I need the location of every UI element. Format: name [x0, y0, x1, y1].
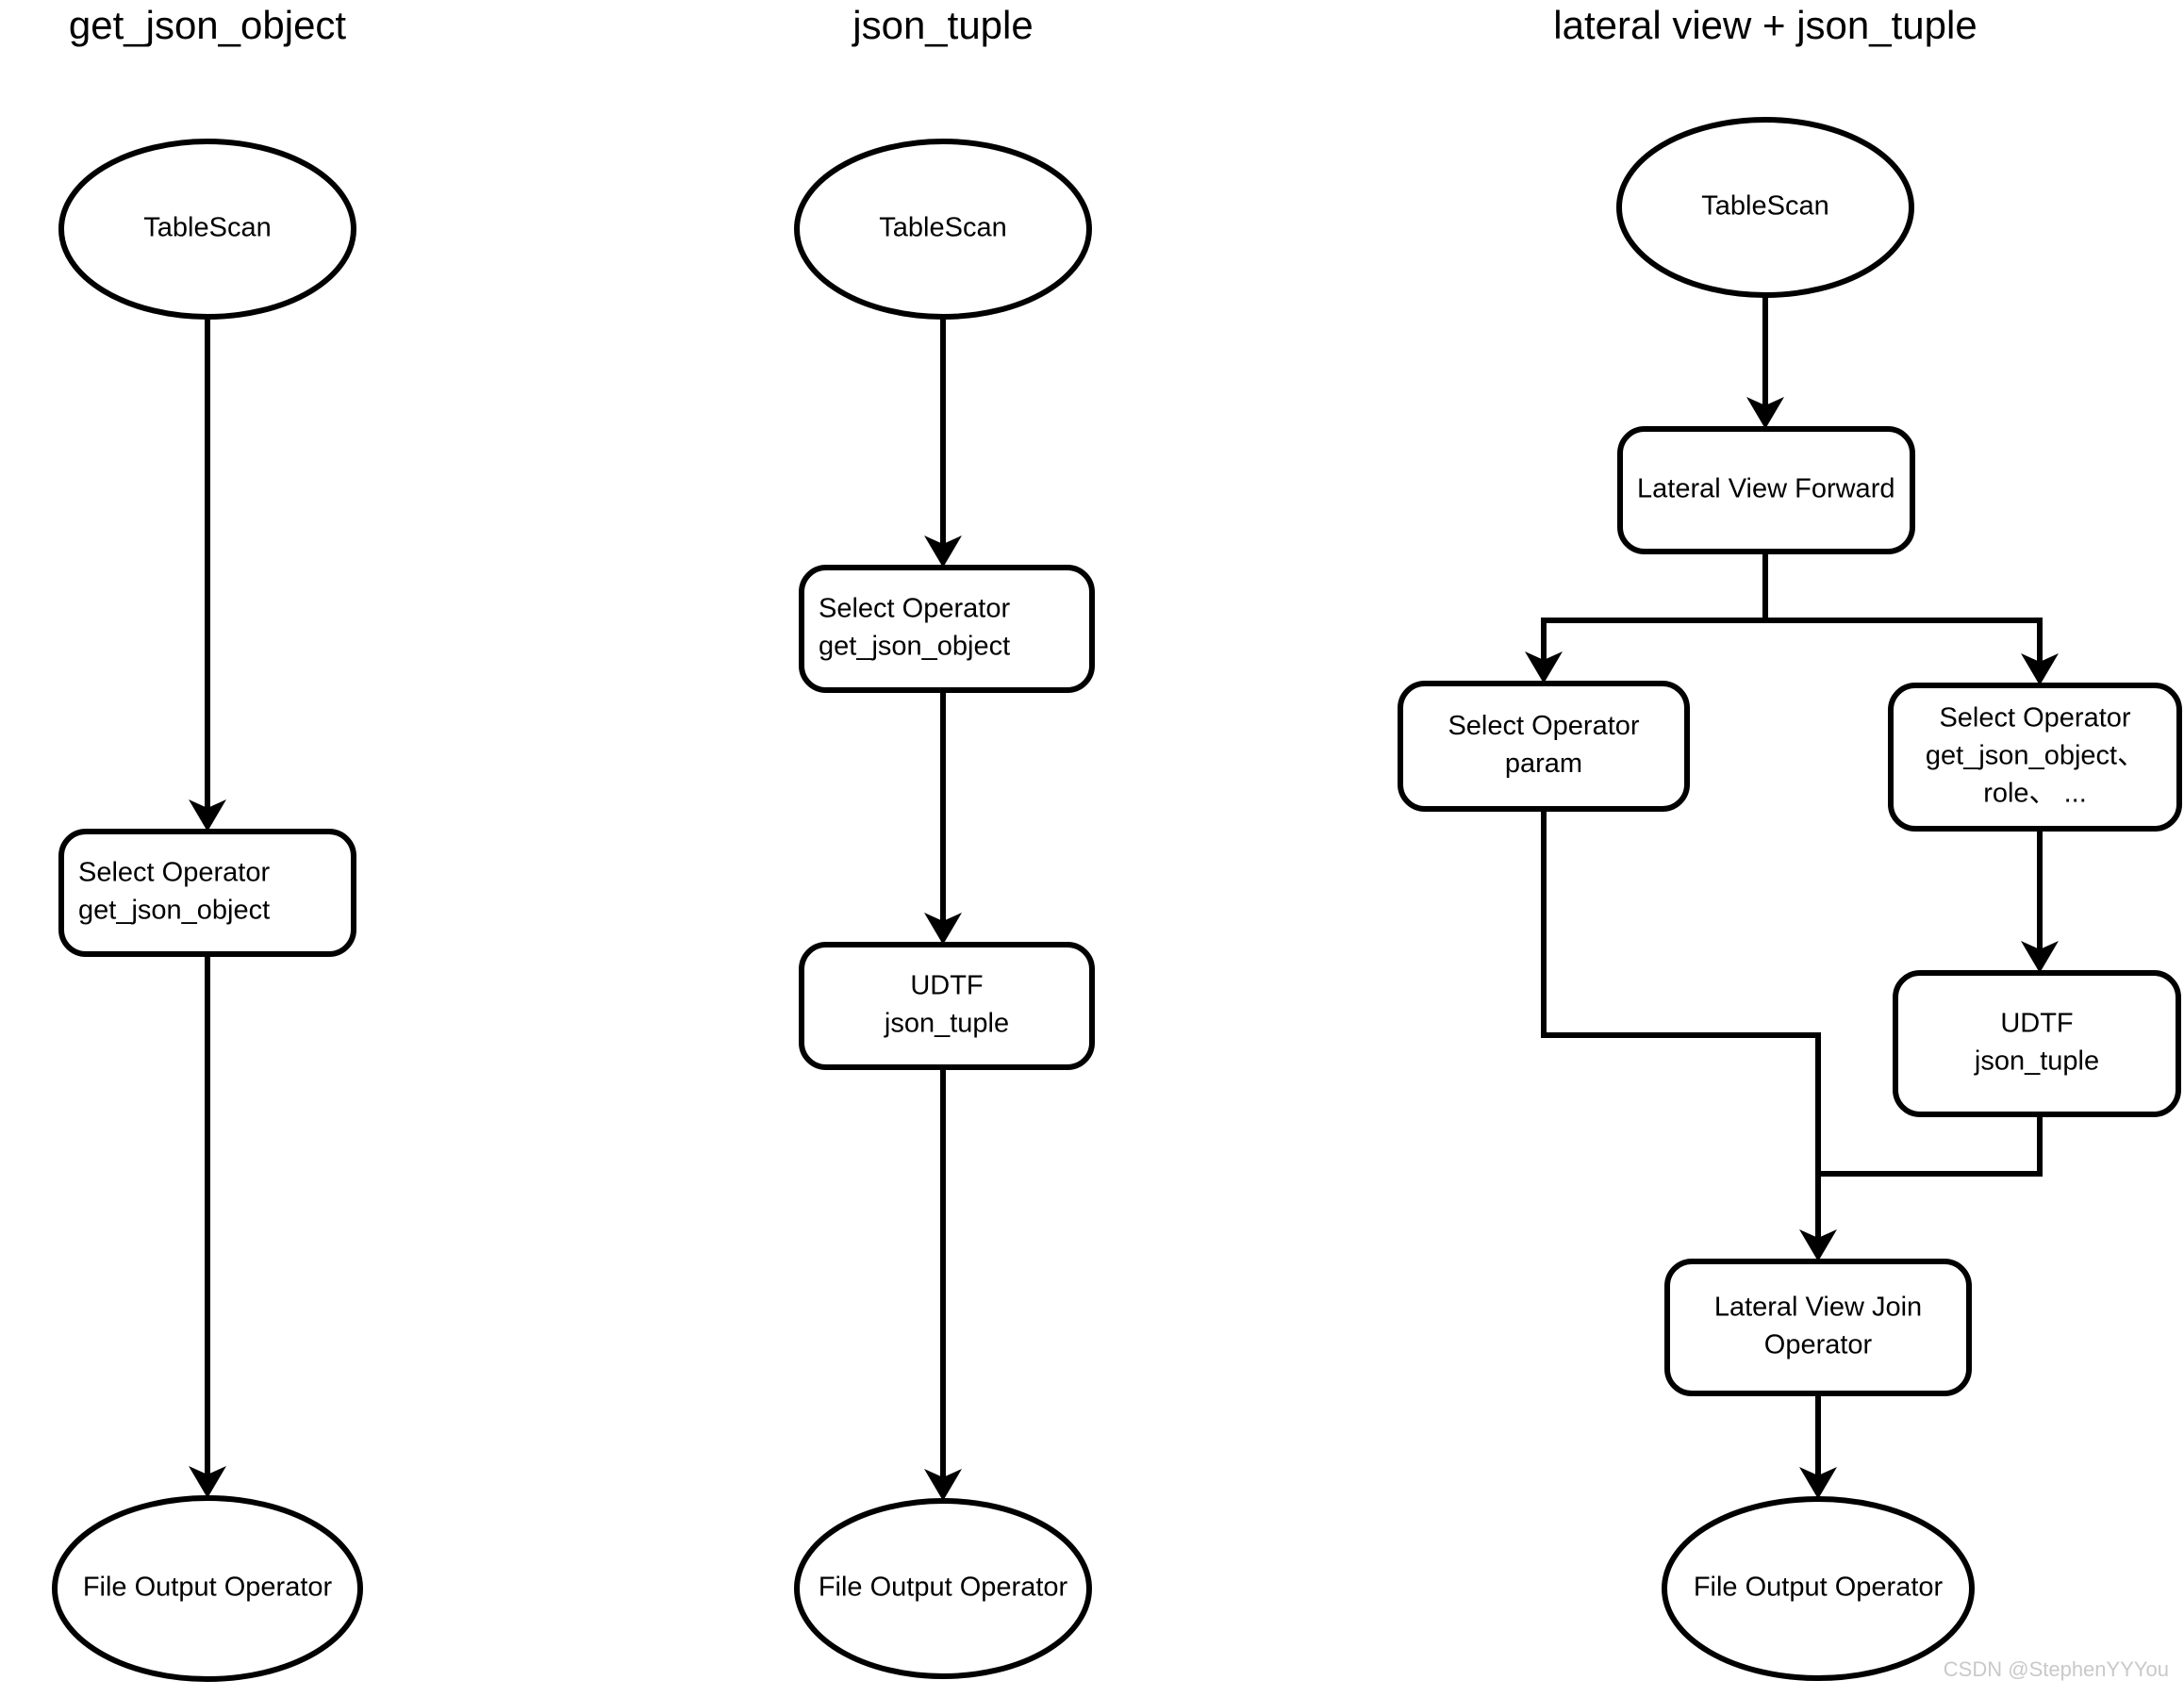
edge-select-param-to-join	[1541, 809, 1837, 1261]
edge-line	[1818, 1114, 2043, 1177]
file-output-operator-node[interactable]: File Output Operator	[52, 1495, 363, 1682]
arrowhead	[189, 799, 226, 832]
edge-tablescan-to-select	[924, 317, 962, 568]
edge-tablescan-to-select	[189, 317, 226, 832]
arrowhead	[924, 913, 962, 945]
node-rect[interactable]	[799, 942, 1095, 1070]
node-label-line: File Output Operator	[819, 1573, 1068, 1603]
file-output-operator-node[interactable]: File Output Operator	[794, 1498, 1092, 1679]
edge-forward-split-left	[1525, 552, 1768, 684]
edge-select-getjson-to-udtf	[2021, 829, 2059, 973]
edge-line	[1541, 809, 1821, 1246]
select-operator-get-json-object-node[interactable]: Select Operator get_json_object、 role、 ...	[1888, 683, 2182, 832]
node-label-line: param	[1505, 749, 1582, 779]
node-label-line: TableScan	[1701, 191, 1828, 222]
watermark: CSDN @StephenYYYou	[1944, 1657, 2169, 1681]
column-title: get_json_object	[69, 3, 347, 47]
node-ellipse[interactable]	[52, 1495, 363, 1682]
node-label-line: UDTF	[910, 971, 983, 1001]
node-label-line: Lateral View Join	[1714, 1293, 1922, 1323]
column-title: lateral view + json_tuple	[1553, 3, 1977, 47]
file-output-operator-node[interactable]: File Output Operator	[1662, 1496, 1975, 1681]
node-ellipse[interactable]	[58, 139, 356, 320]
arrowhead	[1525, 651, 1563, 684]
udtf-node[interactable]: UDTF json_tuple	[1893, 970, 2181, 1117]
node-label-line: Select Operator	[819, 594, 1010, 624]
node-rect[interactable]	[1617, 426, 1915, 554]
node-label-line: UDTF	[2000, 1009, 2073, 1039]
arrowhead	[2021, 653, 2059, 685]
node-label-line: Select Operator	[1448, 711, 1639, 741]
node-label-line: TableScan	[143, 213, 271, 243]
node-rect[interactable]	[58, 829, 356, 957]
node-label-line: Select Operator	[1939, 703, 2130, 733]
edge-forward-split-right	[1765, 618, 2059, 685]
arrowhead	[2021, 941, 2059, 973]
edge-select-to-file-output	[189, 954, 226, 1498]
tablescan-node[interactable]: TableScan	[794, 139, 1092, 320]
node-label-line: File Output Operator	[1694, 1573, 1944, 1603]
node-label-line: Lateral View Forward	[1637, 474, 1894, 504]
node-ellipse[interactable]	[794, 1498, 1092, 1679]
select-operator-node[interactable]: Select Operator get_json_object	[58, 829, 356, 957]
column-title: json_tuple	[851, 3, 1033, 47]
node-label-line: Select Operator	[78, 858, 270, 888]
node-label-line: role、 ...	[1983, 779, 2087, 809]
arrowhead	[924, 535, 962, 568]
edge-join-to-file-output	[1799, 1393, 1837, 1499]
node-label-line: get_json_object、	[1926, 741, 2144, 771]
arrowhead	[1799, 1229, 1837, 1261]
edge-udtf-to-join	[1818, 1114, 2043, 1177]
node-label-line: get_json_object	[78, 896, 270, 926]
tablescan-node[interactable]: TableScan	[58, 139, 356, 320]
arrowhead	[1746, 397, 1784, 429]
edge-udtf-to-file-output	[924, 1067, 962, 1501]
node-label-line: File Output Operator	[83, 1573, 333, 1603]
edge-line	[1765, 618, 2043, 670]
node-rect[interactable]	[1893, 970, 2181, 1117]
node-rect[interactable]	[1398, 681, 1690, 812]
udtf-node[interactable]: UDTF json_tuple	[799, 942, 1095, 1070]
node-ellipse[interactable]	[794, 139, 1092, 320]
arrowhead	[924, 1469, 962, 1501]
node-rect[interactable]	[1664, 1259, 1972, 1396]
edge-line	[1541, 552, 1768, 668]
select-operator-param-node[interactable]: Select Operator param	[1398, 681, 1690, 812]
edge-tablescan-to-lateral-view-forward	[1746, 295, 1784, 429]
lateral-view-forward-node[interactable]: Lateral View Forward	[1617, 426, 1915, 554]
column-titles: get_json_object json_tuple lateral view + …	[69, 3, 1977, 47]
edges-layer	[189, 295, 2059, 1501]
node-label-line: TableScan	[879, 213, 1006, 243]
node-label-line: get_json_object	[819, 632, 1010, 662]
node-ellipse[interactable]	[1662, 1496, 1975, 1681]
node-label-line: json_tuple	[884, 1009, 1009, 1039]
node-rect[interactable]	[799, 565, 1095, 693]
tablescan-node[interactable]: TableScan	[1616, 117, 1914, 298]
edge-select-to-udtf	[924, 690, 962, 945]
arrowhead	[189, 1466, 226, 1498]
node-label-line: Operator	[1764, 1330, 1873, 1360]
select-operator-node[interactable]: Select Operator get_json_object	[799, 565, 1095, 693]
node-label-line: json_tuple	[1974, 1046, 2099, 1077]
node-rect[interactable]	[1888, 683, 2182, 832]
arrowhead	[1799, 1467, 1837, 1499]
node-ellipse[interactable]	[1616, 117, 1914, 298]
